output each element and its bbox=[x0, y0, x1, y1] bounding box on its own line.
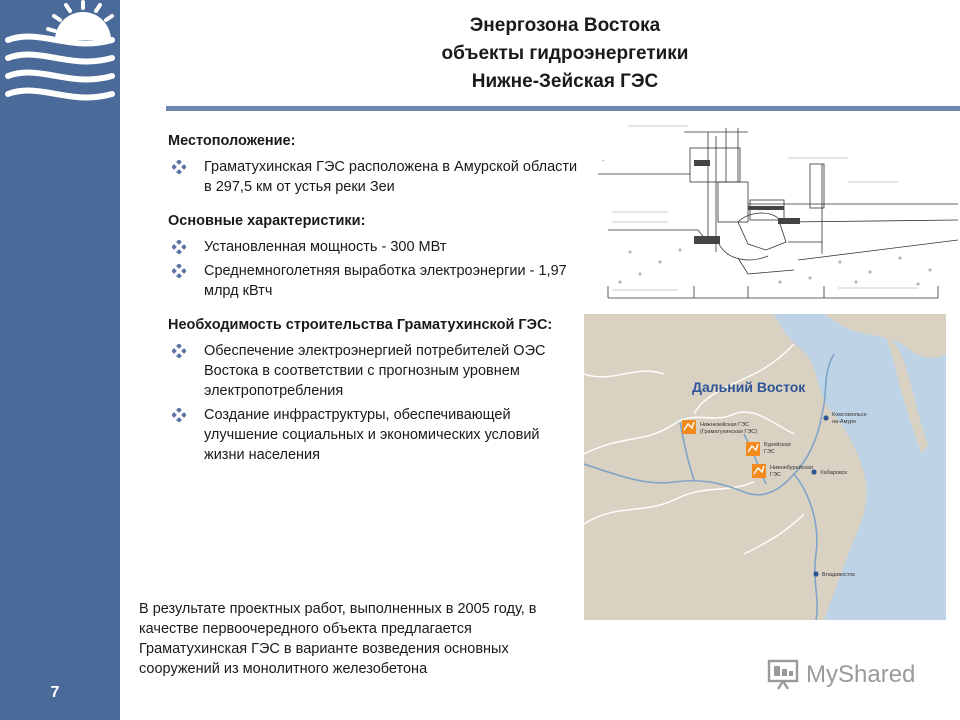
map-label-nizhnezeyskaya: Нижнезейская ГЭС bbox=[700, 421, 749, 428]
far-east-map: Дальний Восток Нижнезейская ГЭС (Грамату… bbox=[584, 314, 946, 620]
summary-paragraph: В результате проектных работ, выполненны… bbox=[139, 601, 537, 677]
section-location: Местоположение: Граматухинская ГЭС распо… bbox=[168, 131, 580, 197]
title-line-3: Нижне-Зейская ГЭС bbox=[471, 71, 659, 92]
section-characteristics: Основные характеристики: Установленная м… bbox=[168, 211, 580, 301]
map-label-bureyskaya-1: Бурейская bbox=[764, 441, 791, 448]
title-line-2: объекты гидроэнергетики bbox=[441, 43, 689, 64]
map-label-khabarovsk: Хабаровск bbox=[820, 470, 848, 476]
sakhalin-island bbox=[884, 334, 928, 454]
watermark: MyShared bbox=[766, 657, 936, 693]
diamond-bullet-icon bbox=[172, 264, 186, 278]
presentation-icon bbox=[767, 659, 799, 690]
nizhnebureyskaya-hpp-marker bbox=[752, 464, 766, 478]
diamond-bullet-icon bbox=[172, 344, 186, 358]
page-number: 7 bbox=[50, 684, 60, 701]
map-label-gramatukhinskaya: (Граматухинская ГЭС) bbox=[700, 429, 757, 435]
bullet-item: Создание инфраструктуры, обеспечивающей … bbox=[168, 405, 580, 465]
map-region-title: Дальний Восток bbox=[692, 379, 806, 395]
bureyskaya-hpp-marker bbox=[746, 442, 760, 456]
title-line-1: Энергозона Востока bbox=[469, 15, 661, 36]
watermark-text: MyShared bbox=[806, 661, 916, 688]
map-label-nizhnebureyskaya: Нижнебурейская bbox=[770, 464, 813, 471]
map-land bbox=[584, 314, 867, 620]
sidebar: 7 bbox=[0, 0, 120, 720]
diamond-bullet-icon bbox=[172, 408, 186, 422]
diamond-bullet-icon bbox=[172, 240, 186, 254]
title-divider bbox=[166, 106, 960, 111]
map-label-bureyskaya-2: ГЭС bbox=[764, 449, 775, 455]
section-heading: Необходимость строительства Граматухинск… bbox=[168, 317, 553, 333]
section-heading: Основные характеристики: bbox=[168, 213, 366, 229]
map-label-vladivostok: Владивосток bbox=[822, 572, 855, 578]
slide-title: Энергозона Востока объекты гидроэнергети… bbox=[175, 12, 955, 96]
bullet-text: Граматухинская ГЭС расположена в Амурско… bbox=[204, 159, 578, 195]
nizhnezeyskaya-hpp-marker bbox=[682, 420, 696, 434]
map-label-komsomolsk-2: на-Амуре bbox=[832, 419, 856, 425]
diamond-bullet-icon bbox=[172, 160, 186, 174]
map-label-nizhnebureyskaya-2: ГЭС bbox=[770, 472, 781, 478]
main-content: Местоположение: Граматухинская ГЭС распо… bbox=[168, 131, 580, 479]
company-logo-icon bbox=[5, 0, 115, 101]
dam-cross-section-drawing: + bbox=[598, 125, 958, 299]
bullet-item: Граматухинская ГЭС расположена в Амурско… bbox=[168, 157, 580, 197]
city-marker-khabarovsk bbox=[811, 469, 817, 475]
city-marker-vladivostok bbox=[813, 571, 819, 577]
section-heading: Местоположение: bbox=[168, 133, 296, 149]
map-label-komsomolsk-1: Комсомольск- bbox=[832, 412, 868, 418]
bullet-text: Установленная мощность - 300 МВт bbox=[204, 239, 447, 255]
bullet-text: Среднемноголетняя выработка электроэнерг… bbox=[204, 263, 567, 299]
svg-text:+: + bbox=[602, 158, 605, 163]
section-necessity: Необходимость строительства Граматухинск… bbox=[168, 315, 580, 465]
bullet-item: Обеспечение электроэнергией потребителей… bbox=[168, 341, 580, 401]
kamchatka-land bbox=[824, 314, 946, 359]
bullet-text: Обеспечение электроэнергией потребителей… bbox=[204, 343, 546, 399]
bullet-item: Среднемноголетняя выработка электроэнерг… bbox=[168, 261, 580, 301]
city-marker-komsomolsk bbox=[823, 415, 829, 421]
bullet-text: Создание инфраструктуры, обеспечивающей … bbox=[204, 407, 540, 463]
bullet-item: Установленная мощность - 300 МВт bbox=[168, 237, 580, 257]
